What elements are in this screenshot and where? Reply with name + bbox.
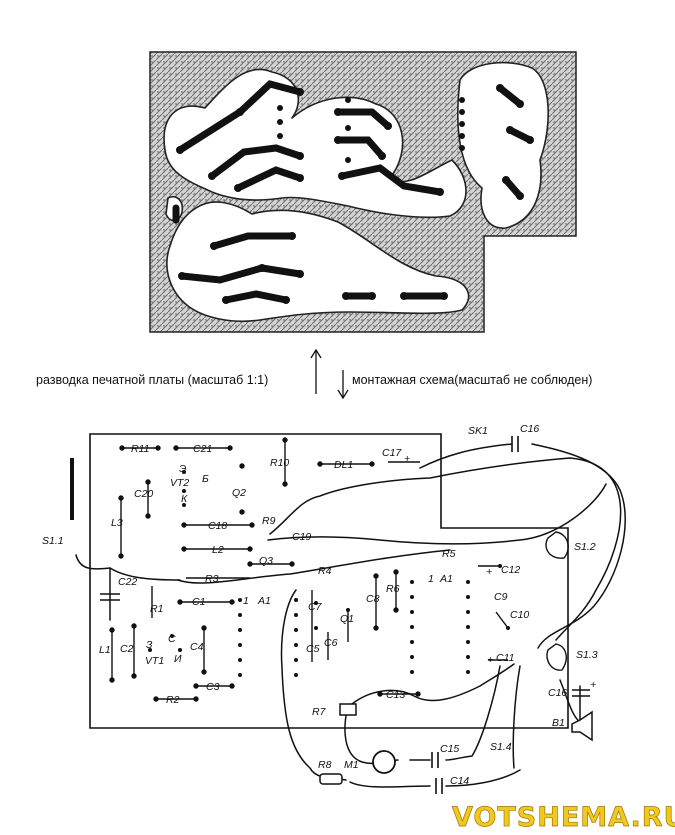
- label-c21: C21: [193, 443, 212, 455]
- label-c7: C7: [308, 601, 323, 613]
- label-b: Б: [202, 473, 209, 485]
- label-i-mark: И: [174, 653, 182, 665]
- label-c16-top: C16: [520, 423, 539, 435]
- label-r10: R10: [270, 457, 289, 469]
- label-s1-2: S1.2: [574, 541, 596, 553]
- label-r5: R5: [442, 548, 456, 560]
- label-c1: C1: [192, 596, 205, 608]
- label-q2: Q2: [232, 487, 246, 499]
- label-a1-left: A1: [257, 595, 271, 607]
- label-b1: B1: [552, 717, 565, 729]
- label-plus1: +: [404, 453, 410, 465]
- label-c4: C4: [190, 641, 204, 653]
- label-c18: C18: [208, 520, 227, 532]
- label-c19: C19: [292, 531, 311, 543]
- label-c20: C20: [134, 488, 153, 500]
- label-c12: C12: [501, 564, 520, 576]
- label-vt1: VT1: [145, 655, 164, 667]
- label-k: К: [181, 493, 188, 505]
- assembly-diagram: [70, 348, 626, 794]
- label-q1: Q1: [340, 613, 354, 625]
- label-c22: C22: [118, 576, 137, 588]
- label-c-mark: С: [168, 633, 176, 645]
- label-r8: R8: [318, 759, 332, 771]
- label-c3: C3: [206, 681, 220, 693]
- label-m1: M1: [344, 759, 359, 771]
- label-c14: C14: [450, 775, 469, 787]
- label-r1: R1: [150, 603, 163, 615]
- label-vt2: VT2: [170, 477, 189, 489]
- label-r7: R7: [312, 706, 327, 718]
- label-e: Э: [179, 463, 186, 475]
- label-r2: R2: [166, 694, 180, 706]
- pcb-layout-caption: разводка печатной платы (масштаб 1:1): [36, 373, 269, 387]
- board-outline: [89, 433, 569, 729]
- label-plus2: +: [486, 566, 492, 578]
- label-z: З: [146, 639, 153, 651]
- assembly-caption: монтажная схема(масштаб не соблюден): [352, 373, 593, 387]
- label-plus3: +: [487, 654, 493, 666]
- label-c5: C5: [306, 643, 320, 655]
- label-pin1-left: 1: [243, 595, 249, 607]
- label-l1: L1: [99, 644, 111, 656]
- label-dl1: DL1: [334, 459, 353, 471]
- label-pin1-mid: 1: [428, 573, 434, 585]
- label-r3: R3: [205, 573, 219, 585]
- label-c16-bottom: C16: [548, 687, 567, 699]
- label-a1-right: A1: [439, 573, 453, 585]
- label-plus4: +: [590, 679, 596, 691]
- label-r9: R9: [262, 515, 276, 527]
- label-l3: L3: [111, 517, 123, 529]
- label-s1-1: S1.1: [42, 535, 64, 547]
- label-r4: R4: [318, 565, 332, 577]
- label-q3: Q3: [259, 555, 273, 567]
- label-s1-4: S1.4: [490, 741, 512, 753]
- label-r11: R11: [131, 443, 149, 455]
- label-c2: C2: [120, 643, 134, 655]
- label-c9: C9: [494, 591, 508, 603]
- label-c6: C6: [324, 637, 338, 649]
- label-l2: L2: [212, 544, 224, 556]
- label-c10: C10: [510, 609, 529, 621]
- label-c8: C8: [366, 593, 380, 605]
- label-r6: R6: [386, 583, 400, 595]
- label-s1-3: S1.3: [576, 649, 598, 661]
- label-c15: C15: [440, 743, 459, 755]
- label-c13: C13: [386, 689, 405, 701]
- component-labels: R11 C21 R10 DL1 C17 + SK1 C16 Э VT2 Б К …: [42, 423, 598, 787]
- watermark-logo: VOTSHEMA.RU: [452, 802, 675, 833]
- label-c17: C17: [382, 447, 402, 459]
- pcb-layout: [149, 51, 577, 333]
- label-c11: C11: [496, 652, 514, 664]
- label-sk1: SK1: [468, 425, 488, 437]
